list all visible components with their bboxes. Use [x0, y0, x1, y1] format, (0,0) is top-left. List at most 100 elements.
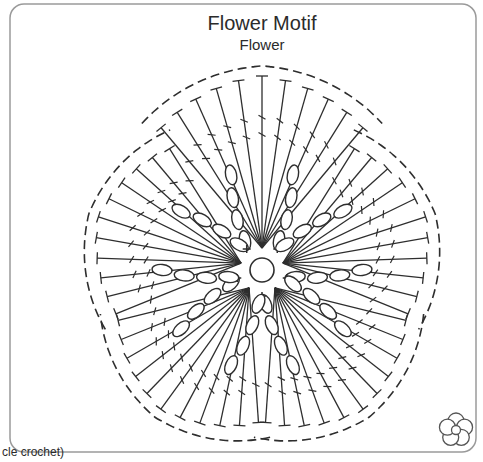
stitch-bar — [382, 286, 388, 292]
stitch-top — [214, 424, 226, 426]
stitch-bar — [144, 230, 150, 235]
treble-stitch — [262, 112, 347, 248]
stitch-top — [358, 124, 367, 132]
stitch-bar — [189, 364, 192, 371]
stitch-bar — [376, 229, 378, 237]
treble-stitch — [275, 288, 304, 426]
stitch-bar — [340, 190, 343, 198]
stitch-bar — [290, 378, 298, 380]
stitch-bar — [201, 370, 205, 377]
stitch-bar — [349, 179, 352, 187]
stitch-top — [132, 372, 139, 381]
stitch-top — [118, 178, 125, 188]
stitch-top — [323, 97, 334, 102]
stitch-bar — [170, 364, 172, 372]
treble-stitch — [147, 288, 249, 394]
petal — [142, 66, 382, 251]
stitch-bar — [130, 256, 134, 263]
stitch-top — [210, 87, 222, 90]
stitch-bar — [308, 390, 316, 391]
stitch-bar — [159, 208, 166, 212]
stitch-bar — [293, 391, 301, 393]
petal — [254, 273, 424, 441]
chain-stitch — [282, 273, 304, 295]
treble-stitch — [283, 169, 388, 263]
treble-stitch — [283, 238, 428, 264]
stitch-bar — [310, 132, 315, 139]
stitch-bar — [376, 256, 380, 263]
stitch-bar — [274, 135, 280, 140]
stitch-top — [172, 109, 182, 115]
chain-stitch — [218, 271, 239, 284]
chain-stitch — [284, 187, 299, 209]
stitch-bar — [349, 367, 357, 369]
chain-stitch — [222, 354, 240, 377]
stitch-bar — [186, 180, 194, 182]
stitch-bar — [147, 269, 150, 276]
chain-stitch — [310, 210, 333, 230]
slip-stitch-round — [354, 130, 440, 330]
stitch-top — [97, 211, 101, 222]
stitch-bar — [150, 296, 151, 304]
stitch-top — [319, 421, 330, 425]
stitch-top — [339, 415, 350, 421]
chain-stitch — [210, 221, 233, 241]
stitch-top — [233, 80, 245, 82]
stitch-bar — [174, 342, 175, 350]
slip-stitch-round — [254, 314, 424, 441]
chain-stitch — [170, 318, 192, 340]
flower-icon — [439, 413, 472, 445]
stitch-top — [342, 109, 352, 115]
stitch-top — [401, 334, 405, 345]
stitch-bar — [185, 161, 193, 162]
stitch-bar — [151, 323, 152, 331]
stitch-bar — [364, 339, 371, 343]
stitch-bar — [224, 390, 230, 395]
stitch-bar — [316, 373, 324, 374]
stitch-top — [114, 308, 118, 319]
stitch-bar — [151, 218, 158, 223]
stitch-top — [106, 291, 109, 303]
treble-stitch — [136, 169, 241, 263]
stitch-bar — [162, 351, 163, 359]
stitch-bar — [259, 115, 266, 119]
stitch-bar — [303, 376, 311, 377]
stitch-bar — [194, 144, 202, 146]
treble-stitch — [121, 288, 249, 340]
treble-stitch — [262, 88, 308, 248]
stitch-bar — [228, 142, 236, 144]
stitch-bar — [338, 379, 346, 381]
stitch-bar — [214, 374, 219, 380]
stitch-bar — [194, 383, 198, 390]
chain-stitch — [307, 271, 328, 284]
chain-stitch — [300, 286, 322, 308]
stitch-top — [132, 164, 140, 173]
stitch-top — [394, 353, 400, 363]
stitch-top — [415, 291, 418, 303]
petal — [273, 130, 439, 330]
stitch-top — [256, 75, 268, 76]
chain-stitch — [201, 286, 223, 308]
stitch-bar — [158, 190, 166, 193]
treble-stitch — [161, 128, 262, 248]
stitch-top — [298, 424, 310, 426]
panel-border — [10, 4, 476, 452]
stitch-bar — [128, 241, 133, 247]
stitch-top — [190, 97, 201, 102]
stitch-bar — [133, 271, 136, 278]
stitch-top — [233, 424, 245, 426]
chain-stitch — [196, 271, 217, 284]
stitch-top — [412, 193, 417, 204]
treble-stitch — [262, 128, 363, 248]
stitch-bar — [303, 146, 308, 153]
treble-stitch — [275, 288, 388, 377]
treble-stitch — [283, 199, 415, 263]
stitch-bar — [154, 307, 156, 315]
petal — [84, 130, 250, 330]
stitch-top — [194, 421, 205, 425]
stitch-top — [385, 372, 392, 381]
stitch-top — [175, 415, 186, 421]
stitch-bar — [357, 354, 364, 357]
treble-stitch — [122, 183, 241, 264]
treble-stitch — [98, 217, 241, 263]
